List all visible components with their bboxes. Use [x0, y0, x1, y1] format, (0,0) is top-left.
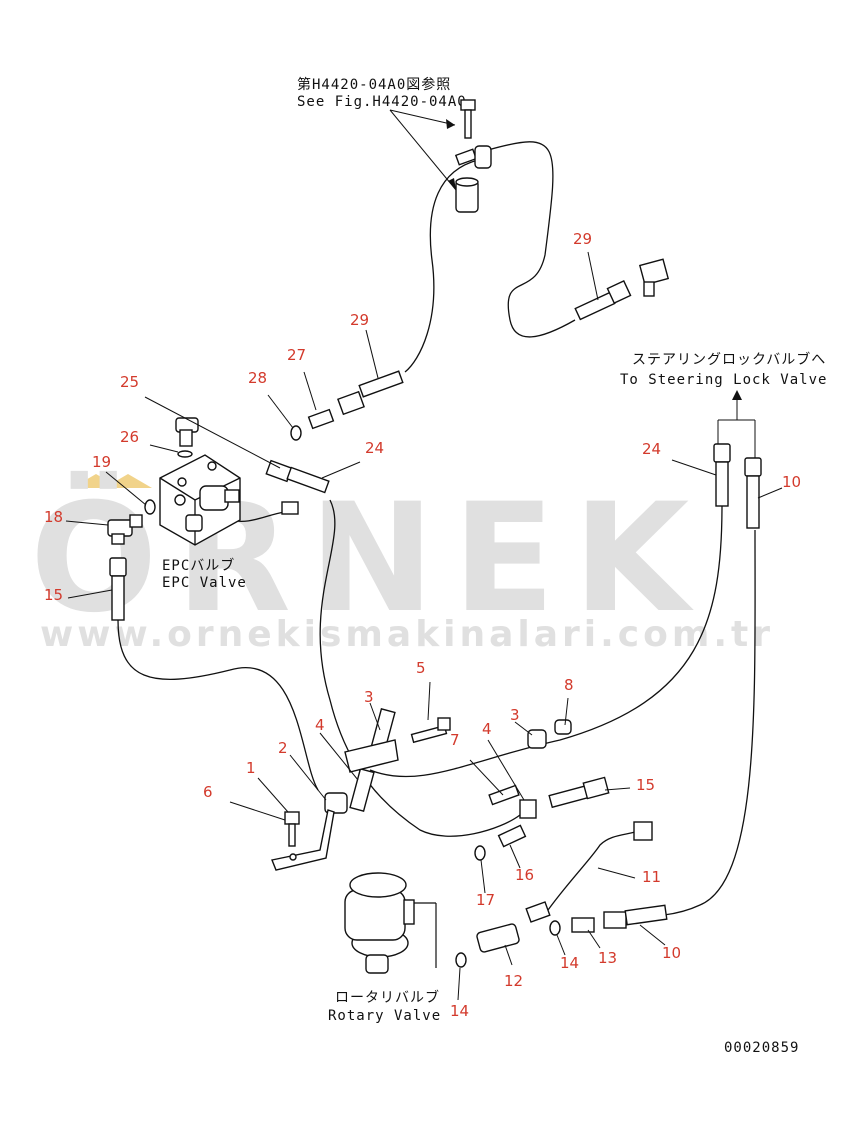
callout-14-right: 14	[560, 954, 579, 972]
fig-ref-jp: 第H4420-04A0図参照	[297, 76, 451, 93]
callout-2: 2	[278, 739, 288, 757]
callout-4-right: 4	[482, 720, 492, 738]
rotary-valve-en: Rotary Valve	[328, 1008, 441, 1024]
o-ring-14-left	[455, 952, 467, 968]
elbow-18	[107, 514, 143, 545]
callout-7: 7	[450, 731, 460, 749]
hose-end-10-lower	[603, 904, 668, 929]
connector-epc	[281, 501, 299, 515]
callout-5: 5	[416, 659, 426, 677]
fig-ref-en: See Fig.H4420-04A0	[297, 94, 467, 110]
fitting-16	[497, 824, 527, 848]
watermark-logo-mark	[72, 474, 152, 488]
callout-18: 18	[44, 508, 63, 526]
hose-end-24-right	[713, 443, 731, 507]
fitting-29-left	[337, 370, 404, 416]
o-ring-28	[290, 425, 302, 441]
hose-end-15-left	[109, 557, 127, 621]
elbow-25	[175, 417, 199, 447]
fitting-15-right	[548, 776, 610, 809]
callout-19: 19	[92, 453, 111, 471]
rotary-valve-jp: ロータリバルブ	[335, 989, 440, 1006]
callout-3-right: 3	[510, 706, 520, 724]
fitting-12	[476, 923, 520, 953]
callout-13: 13	[598, 949, 617, 967]
o-ring-17	[474, 845, 486, 861]
callout-10-lower: 10	[662, 944, 681, 962]
callout-leaders	[65, 251, 783, 1001]
callout-6: 6	[203, 783, 213, 801]
epc-valve	[159, 454, 241, 546]
callout-24-right: 24	[642, 440, 661, 458]
callouts: 29 29 27 28 25 26 24 19 18 15 24 10 5 3 …	[44, 230, 801, 1020]
callout-15-right: 15	[636, 776, 655, 794]
callout-25: 25	[120, 373, 139, 391]
steering-ref-jp: ステアリングロックバルブへ	[632, 351, 826, 368]
callout-15-left: 15	[44, 586, 63, 604]
hose-fitting-24-left	[265, 459, 330, 494]
reference-arrows	[389, 109, 756, 458]
adapter-13	[571, 917, 595, 933]
drawing-number: 00020859	[724, 1040, 799, 1056]
o-ring-14-right	[549, 920, 561, 936]
callout-29-top: 29	[573, 230, 592, 248]
epc-valve-en: EPC Valve	[162, 575, 247, 591]
callout-16: 16	[515, 866, 534, 884]
fitting-27	[307, 408, 335, 430]
epc-valve-jp: EPCバルブ	[162, 557, 235, 574]
connector-11	[525, 821, 653, 923]
bracket-6	[271, 809, 335, 871]
callout-26: 26	[120, 428, 139, 446]
callout-17: 17	[476, 891, 495, 909]
callout-3-left: 3	[364, 688, 374, 706]
fitting-29-right	[574, 258, 670, 321]
steering-ref-en: To Steering Lock Valve	[620, 372, 827, 388]
callout-4-left: 4	[315, 716, 325, 734]
bolt-top	[454, 99, 492, 213]
clamp-right	[488, 719, 572, 819]
callout-29-left: 29	[350, 311, 369, 329]
callout-27: 27	[287, 346, 306, 364]
callout-8: 8	[564, 676, 574, 694]
reference-labels: 第H4420-04A0図参照 See Fig.H4420-04A0 ステアリング…	[162, 76, 827, 1056]
callout-12: 12	[504, 972, 523, 990]
callout-11: 11	[642, 868, 661, 886]
callout-10-upper: 10	[782, 473, 801, 491]
callout-14-left: 14	[450, 1002, 469, 1020]
clamp-assembly	[324, 708, 451, 814]
o-ring-26	[177, 450, 193, 458]
callout-24-left: 24	[365, 439, 384, 457]
parts	[107, 99, 762, 974]
callout-28: 28	[248, 369, 267, 387]
callout-1: 1	[246, 759, 256, 777]
watermark: ÖRNEK www.ornekismakinalari.com.tr	[30, 470, 774, 655]
rotary-valve	[344, 872, 437, 974]
o-ring-19	[144, 499, 156, 515]
watermark-url: www.ornekismakinalari.com.tr	[40, 614, 774, 655]
hose-end-10-upper	[744, 457, 762, 529]
